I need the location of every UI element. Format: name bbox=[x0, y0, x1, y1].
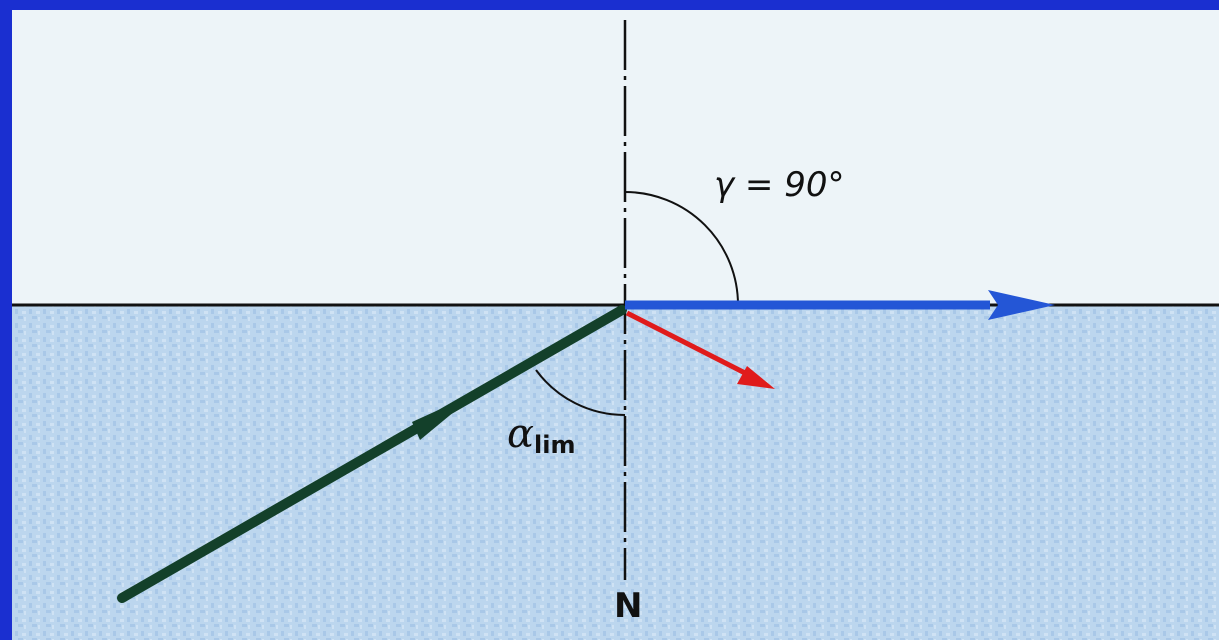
incidence-angle-subscript: lim bbox=[534, 431, 575, 459]
incidence-angle-label: αlim bbox=[507, 411, 575, 459]
refracted-ray-arrowhead bbox=[988, 290, 1055, 320]
reflected-ray bbox=[625, 310, 775, 389]
air-region bbox=[12, 10, 1219, 306]
incident-ray bbox=[117, 305, 627, 603]
normal-label: N bbox=[614, 586, 642, 626]
incidence-angle-arc bbox=[535, 369, 626, 417]
reflected-ray-arrowhead bbox=[737, 366, 775, 389]
incidence-angle-symbol: α bbox=[507, 411, 534, 457]
water-region bbox=[12, 306, 1219, 640]
refracted-ray bbox=[625, 290, 1055, 320]
refraction-angle-arc bbox=[624, 191, 739, 306]
incident-ray-arrowhead bbox=[412, 392, 478, 440]
refraction-angle-label: γ = 90° bbox=[714, 165, 845, 205]
